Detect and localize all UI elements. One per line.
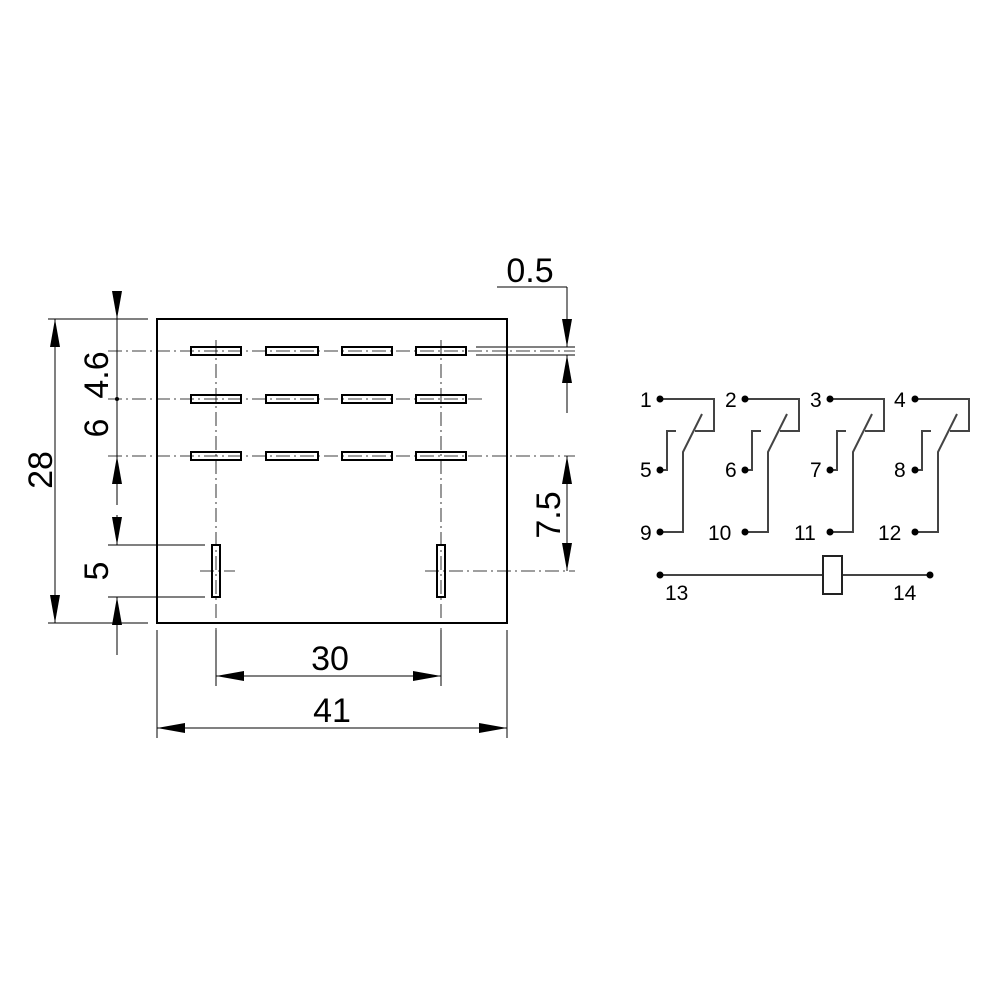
contact-pads [190, 346, 467, 598]
terminal-dot [911, 395, 919, 403]
terminal-dot [656, 571, 664, 579]
terminal-10: 10 [708, 522, 731, 545]
terminal-2: 2 [725, 389, 737, 412]
terminal-dot [826, 466, 834, 474]
dimension-lines [50, 287, 572, 733]
changeover-contact [656, 395, 715, 536]
terminal-dot [911, 466, 919, 474]
dim-width-total: 41 [313, 692, 351, 730]
dim-pad-offset: 0.5 [506, 252, 553, 290]
terminal-11: 11 [794, 522, 816, 545]
terminal-dot [656, 528, 664, 536]
terminal-dot [741, 528, 749, 536]
center-lines [108, 340, 575, 685]
terminal-4: 4 [894, 389, 906, 412]
terminal-dot [741, 395, 749, 403]
dim-pin-length: 5 [78, 562, 116, 581]
terminal-8: 8 [894, 459, 906, 482]
relay-footprint-outline [156, 318, 508, 624]
terminal-dot [656, 395, 664, 403]
terminal-9: 9 [640, 522, 652, 545]
dim-height-total: 28 [22, 451, 60, 489]
terminal-13: 13 [665, 582, 688, 605]
terminal-14: 14 [893, 582, 917, 605]
terminal-1: 1 [640, 389, 652, 412]
terminal-5: 5 [640, 459, 652, 482]
terminal-dot [826, 395, 834, 403]
terminal-3: 3 [810, 389, 822, 412]
terminal-dot [911, 528, 919, 536]
terminal-dot [656, 466, 664, 474]
dim-row-spacing: 6 [78, 419, 116, 438]
dim-row-offset: 7.5 [530, 491, 568, 538]
terminal-6: 6 [725, 459, 737, 482]
terminal-dot [826, 528, 834, 536]
terminal-dot [741, 466, 749, 474]
changeover-contact [826, 395, 885, 536]
relay-schematic [656, 395, 970, 536]
changeover-contact [911, 395, 970, 536]
terminal-7: 7 [810, 459, 822, 482]
changeover-contact [741, 395, 800, 536]
dim-top-to-row1: 4.6 [78, 351, 116, 398]
terminal-dot [926, 571, 934, 579]
terminal-12: 12 [878, 522, 901, 545]
coil-symbol [822, 555, 843, 595]
dim-pin-spacing: 30 [311, 640, 349, 678]
